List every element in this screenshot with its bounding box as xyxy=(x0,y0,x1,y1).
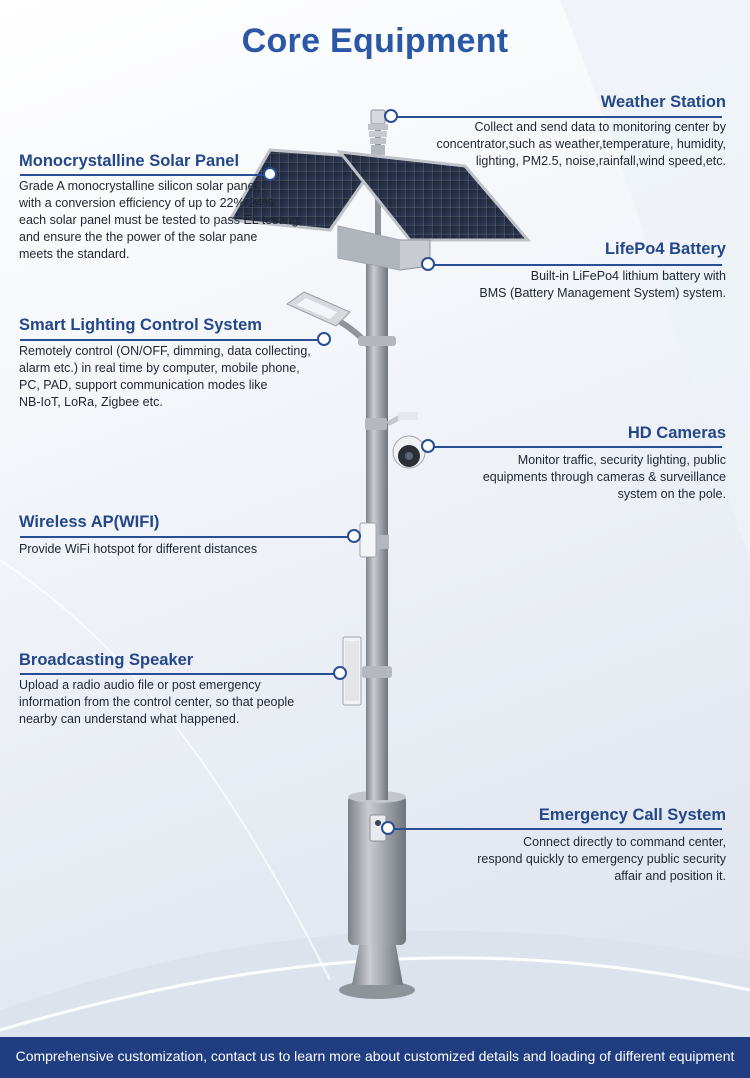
callout-desc-line: Remotely control (ON/OFF, dimming, data … xyxy=(19,344,311,358)
callout-title: LifePo4 Battery xyxy=(604,240,726,258)
callout-desc-line: PC, PAD, support communication modes lik… xyxy=(19,378,268,392)
callout-title: Wireless AP(WIFI) xyxy=(19,513,160,531)
battery-connector-line xyxy=(428,264,722,266)
page-title: Core Equipment xyxy=(241,22,509,60)
wifi-connector-line xyxy=(20,536,354,538)
callout-desc-line: concentrator,such as weather,temperature… xyxy=(436,137,726,151)
solar-connector-dot xyxy=(263,167,277,181)
cameras-connector-dot xyxy=(421,439,435,453)
callout-desc-line: nearby can understand what happened. xyxy=(19,712,240,726)
callout-desc-line: lighting, PM2.5, noise,rainfall,wind spe… xyxy=(475,154,726,168)
callout-desc-line: each solar panel must be tested to pass … xyxy=(19,213,303,227)
callout-desc-line: Provide WiFi hotspot for different dista… xyxy=(19,542,258,556)
callout-hd-cameras: HD Cameras Monitor traffic, security lig… xyxy=(426,424,726,503)
callout-title: Emergency Call System xyxy=(538,806,726,824)
callout-desc-line: Grade A monocrystalline silicon solar pa… xyxy=(19,179,261,193)
solar-panel-right xyxy=(336,150,532,242)
wifi-access-point xyxy=(359,522,377,558)
battery-connector-dot xyxy=(421,257,435,271)
callout-desc-line: Built-in LiFePo4 lithium battery with xyxy=(530,269,726,283)
callout-title: Monocrystalline Solar Panel xyxy=(19,152,240,170)
speaker-connector-line xyxy=(20,673,340,675)
weather-connector-line xyxy=(391,116,722,118)
pole-foot xyxy=(339,981,415,999)
callout-desc-line: meets the standard. xyxy=(19,247,130,261)
callout-desc-line: NB-IoT, LoRa, Zigbee etc. xyxy=(19,395,163,409)
emergency-connector-line xyxy=(388,828,722,830)
callout-desc-line: BMS (Battery Management System) system. xyxy=(479,286,726,300)
weather-station-sensor xyxy=(370,109,386,125)
callout-desc-line: Upload a radio audio file or post emerge… xyxy=(19,678,261,692)
solar-connector-line xyxy=(20,174,270,176)
callout-weather-station: Weather Station Collect and send data to… xyxy=(406,93,726,170)
callout-desc-line: Connect directly to command center, xyxy=(523,835,726,849)
callout-desc-line: alarm etc.) in real time by computer, mo… xyxy=(19,361,300,375)
callout-wireless-ap: Wireless AP(WIFI) Provide WiFi hotspot f… xyxy=(19,513,319,558)
callout-desc-line: respond quickly to emergency public secu… xyxy=(477,852,726,866)
callout-solar-panel: Monocrystalline Solar Panel Grade A mono… xyxy=(19,152,339,263)
wifi-connector-dot xyxy=(347,529,361,543)
callout-title: Weather Station xyxy=(600,93,726,111)
weather-connector-dot xyxy=(384,109,398,123)
callout-emergency-call: Emergency Call System Connect directly t… xyxy=(426,806,726,885)
footer-banner: Comprehensive customization, contact us … xyxy=(0,1037,750,1078)
speaker-connector-dot xyxy=(333,666,347,680)
callout-desc-line: system on the pole. xyxy=(617,487,726,501)
callout-desc-line: with a conversion efficiency of up to 22… xyxy=(19,196,278,210)
callout-broadcasting-speaker: Broadcasting Speaker Upload a radio audi… xyxy=(19,651,339,728)
callout-desc-line: Collect and send data to monitoring cent… xyxy=(474,120,726,134)
callout-title: Smart Lighting Control System xyxy=(19,316,262,334)
callout-desc-line: equipments through cameras & surveillanc… xyxy=(482,470,726,484)
callout-lifepo4-battery: LifePo4 Battery Built-in LiFePo4 lithium… xyxy=(426,240,726,302)
emergency-connector-dot xyxy=(381,821,395,835)
callout-desc-line: and ensure the the power of the solar pa… xyxy=(19,230,258,244)
callout-smart-lighting: Smart Lighting Control System Remotely c… xyxy=(19,316,349,411)
cameras-connector-line xyxy=(428,446,722,448)
pole-shaft xyxy=(366,255,388,800)
callout-desc-line: affair and position it. xyxy=(614,869,726,883)
callout-title: HD Cameras xyxy=(627,424,726,442)
lighting-connector-dot xyxy=(317,332,331,346)
callout-desc-line: Monitor traffic, security lighting, publ… xyxy=(517,453,726,467)
lighting-connector-line xyxy=(20,339,325,341)
callout-desc-line: information from the control center, so … xyxy=(19,695,295,709)
callout-title: Broadcasting Speaker xyxy=(19,651,194,669)
